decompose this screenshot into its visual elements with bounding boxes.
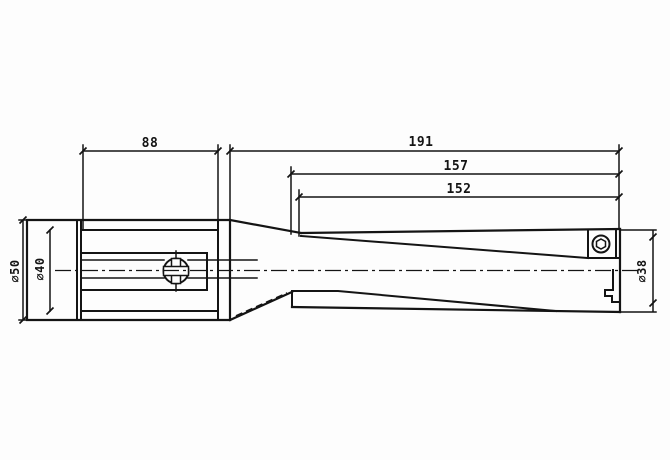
shank-block [25, 218, 258, 322]
taper-neck [228, 218, 303, 322]
dimension-lines [18, 144, 658, 325]
drill-body [290, 227, 622, 314]
hidden-flute-line [235, 292, 288, 317]
inner-insert-steps [604, 269, 620, 303]
dimension-ticks [18, 146, 658, 325]
dim-label-usable-length: 157 [444, 159, 469, 174]
dim-label-shank-length: 88 [142, 136, 159, 151]
dim-label-drill-diameter: ⌀38 [635, 259, 649, 282]
torx-socket-icon [595, 238, 607, 250]
outer-insert-pocket [587, 229, 621, 259]
dim-label-flute-length: 152 [447, 182, 472, 197]
dim-label-holder-diameter: ⌀50 [8, 259, 22, 282]
dim-label-shank-diameter: ⌀40 [33, 257, 47, 280]
dim-label-overall-length: 191 [409, 135, 434, 150]
insert-screw-icon [591, 234, 611, 254]
